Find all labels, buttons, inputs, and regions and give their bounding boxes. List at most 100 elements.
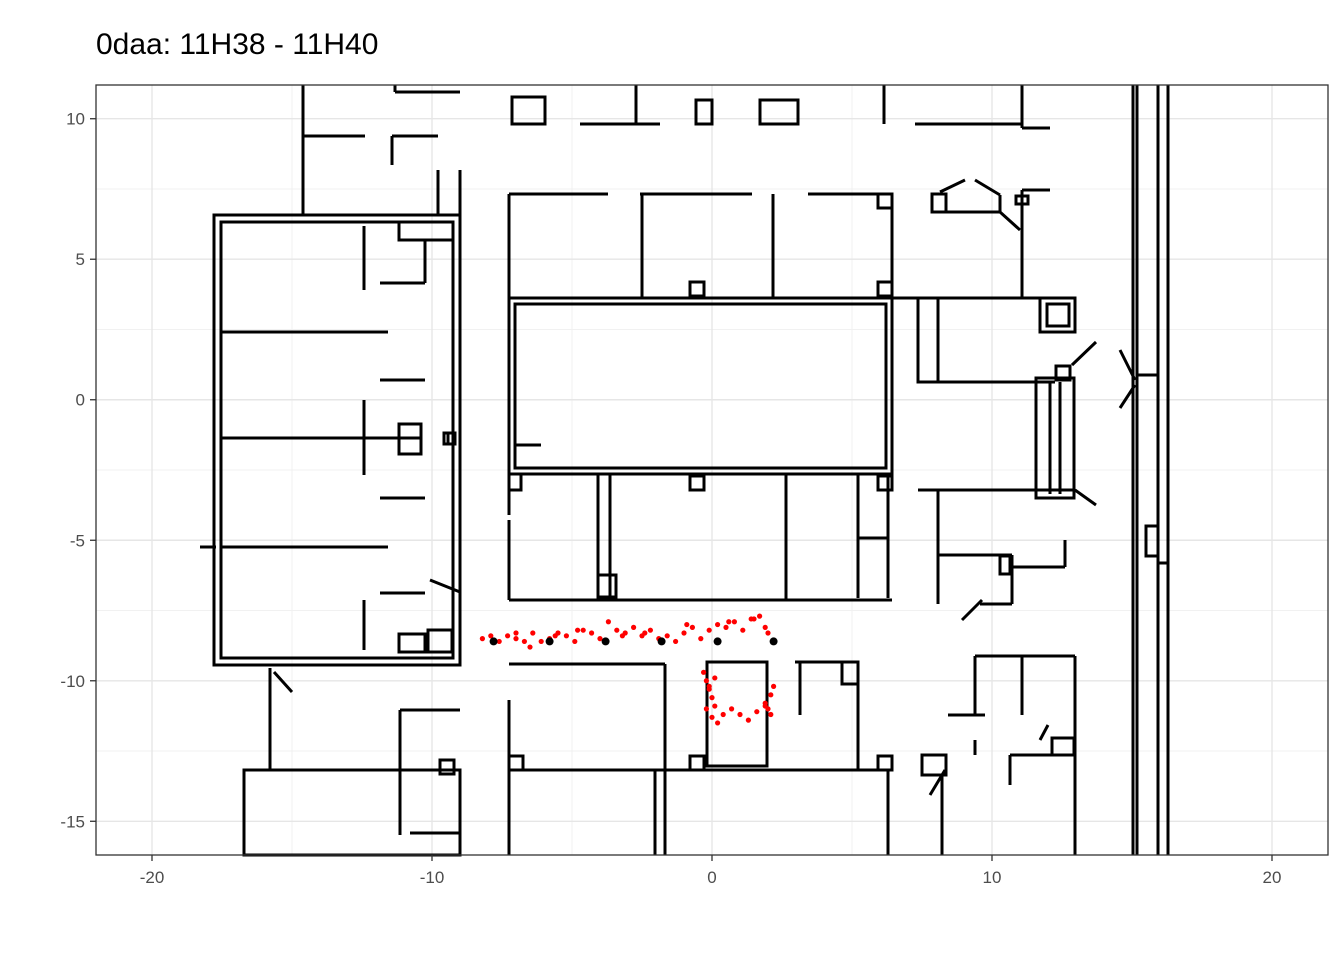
trajectory-point xyxy=(751,616,757,622)
trajectory-point xyxy=(614,627,620,633)
wall-pillar xyxy=(876,474,894,492)
trajectory-point xyxy=(723,624,729,630)
trajectory-point xyxy=(731,619,738,625)
wall-pillar xyxy=(688,474,706,492)
trajectory-point xyxy=(754,709,760,715)
trajectory-point xyxy=(726,619,732,625)
trajectory-point xyxy=(488,633,494,639)
trajectory-point xyxy=(605,619,612,625)
trajectory-point xyxy=(703,678,710,684)
wall-central-block-outer xyxy=(507,296,894,476)
trajectory-point xyxy=(631,624,637,630)
wall-segment xyxy=(928,769,947,796)
trajectory-point xyxy=(552,633,558,639)
trajectory-point xyxy=(479,636,485,642)
wall-block xyxy=(596,573,618,599)
x-tick-label: -20 xyxy=(140,868,165,887)
trajectory-point xyxy=(712,675,718,681)
wall-pillar xyxy=(1054,364,1072,382)
y-tick-label: 5 xyxy=(76,250,85,269)
wall-pillar xyxy=(688,754,706,772)
wall-segment xyxy=(1118,349,1137,381)
wall-segment xyxy=(974,178,1001,197)
trajectory-point xyxy=(712,703,718,709)
wall-block xyxy=(397,632,427,654)
trajectory-point xyxy=(521,638,528,645)
trajectory-point xyxy=(572,638,578,645)
y-tick-label: -10 xyxy=(60,672,85,691)
trajectory-point xyxy=(768,692,774,698)
trajectory-point xyxy=(684,621,690,628)
trajectory-point xyxy=(619,633,626,639)
y-tick-label: 0 xyxy=(76,391,85,410)
trajectory-point xyxy=(505,633,511,639)
wall-block-east xyxy=(1034,376,1076,500)
trajectory-point xyxy=(589,630,595,636)
wall-block xyxy=(1050,736,1076,757)
wall-pillar xyxy=(930,192,948,214)
reference-points-series xyxy=(489,637,778,646)
trajectory-point xyxy=(765,630,771,636)
wall-pillar xyxy=(507,754,525,772)
trajectory-point xyxy=(771,683,777,689)
wall-block xyxy=(1144,524,1160,558)
wall-pillar xyxy=(876,280,894,298)
trajectory-point xyxy=(745,717,752,723)
wall-block xyxy=(694,98,714,126)
trajectory-point xyxy=(563,633,570,639)
y-tick-label: -5 xyxy=(70,531,85,550)
wall-pillar xyxy=(876,192,894,210)
trajectory-point xyxy=(681,630,687,636)
wall-pillar xyxy=(998,554,1012,576)
trajectory-point xyxy=(527,644,533,650)
x-tick-label: 10 xyxy=(983,868,1002,887)
plot-title: 0daa: 11H38 - 11H40 xyxy=(96,28,379,61)
trajectory-point xyxy=(580,627,586,633)
y-tick-label: 10 xyxy=(66,110,85,129)
wall-block xyxy=(397,422,423,456)
trajectory-series xyxy=(479,613,777,726)
trajectory-point xyxy=(664,633,670,639)
wall-block xyxy=(426,628,454,654)
reference-point xyxy=(601,637,610,646)
wall-room-south-center xyxy=(705,660,769,768)
trajectory-point xyxy=(530,630,536,636)
wall-block xyxy=(916,296,940,384)
trajectory-point xyxy=(703,706,710,712)
wall-room-southwest xyxy=(242,768,462,857)
trajectory-point xyxy=(575,627,581,633)
wall-block xyxy=(510,95,547,126)
x-tick-label: 0 xyxy=(707,868,716,887)
trajectory-point xyxy=(762,624,768,630)
trajectory-point xyxy=(762,703,768,709)
trajectory-point xyxy=(597,636,603,642)
trajectory-point xyxy=(768,711,774,718)
wall-pillar xyxy=(507,472,523,492)
wall-segment xyxy=(939,178,966,194)
trajectory-point xyxy=(701,669,707,675)
trajectory-point xyxy=(698,636,704,642)
trajectory-point xyxy=(715,720,721,726)
wall-room-west-inner xyxy=(219,220,455,660)
x-tick-label: -10 xyxy=(420,868,445,887)
wall-pillar xyxy=(438,758,456,776)
wall-segment xyxy=(1074,488,1097,507)
reference-point xyxy=(489,637,498,646)
wall-pillar xyxy=(688,280,706,298)
trajectory-point xyxy=(709,695,715,701)
wall-block xyxy=(840,660,860,686)
wall-pillar xyxy=(442,431,457,446)
trajectory-point xyxy=(496,638,502,645)
wall-segment xyxy=(960,598,984,622)
reference-point xyxy=(713,637,722,646)
trajectory-point xyxy=(757,613,763,619)
wall-pillar xyxy=(1014,194,1030,206)
wall-segment xyxy=(429,578,461,594)
wall-segment xyxy=(1070,340,1098,367)
reference-point xyxy=(545,637,554,646)
trajectory-point xyxy=(513,636,519,642)
trajectory-point xyxy=(538,638,544,645)
